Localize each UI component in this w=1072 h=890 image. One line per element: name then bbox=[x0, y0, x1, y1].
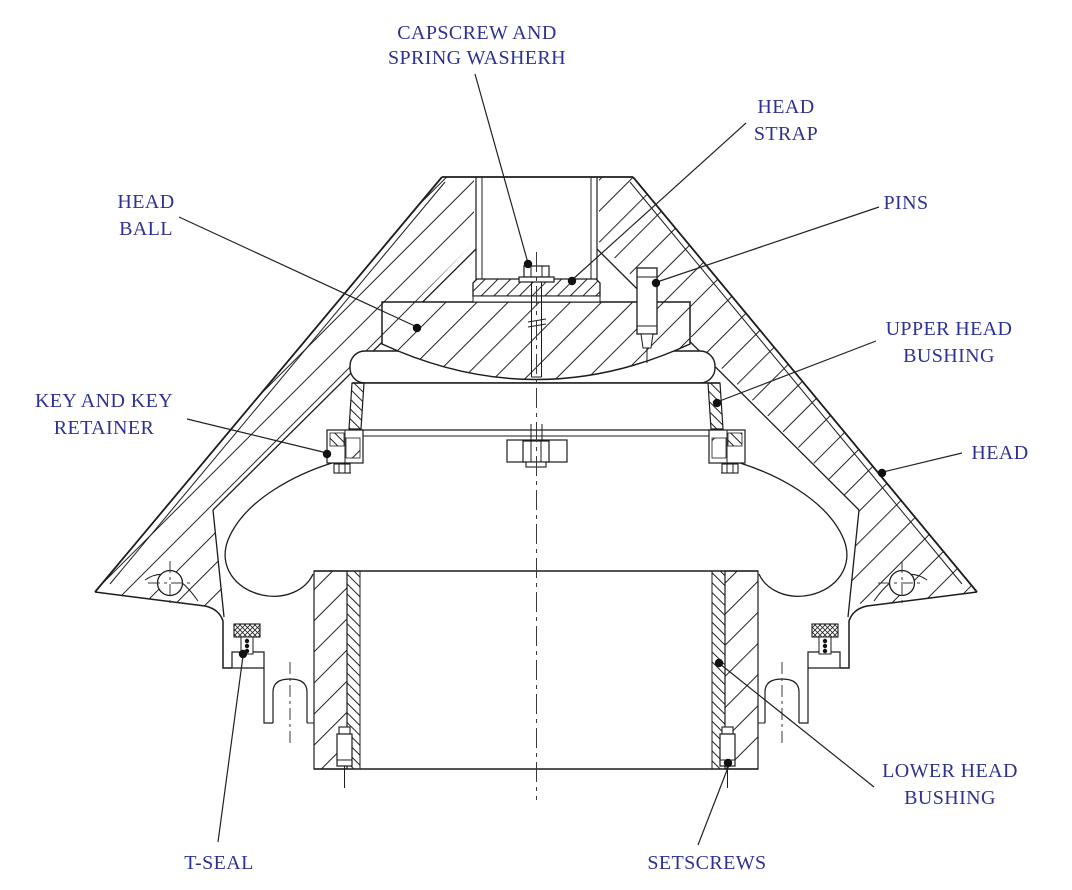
ear-hole-left bbox=[144, 561, 199, 607]
label-head-strap-line2: STRAP bbox=[754, 123, 818, 145]
leader-head bbox=[877, 452, 963, 478]
label-head-ball-line2: BALL bbox=[119, 218, 173, 240]
leader-upper-head-bushing bbox=[712, 340, 877, 408]
leader-lower-head-bushing bbox=[714, 658, 875, 788]
centerlines bbox=[289, 252, 783, 800]
key-and-key-retainer-right bbox=[708, 429, 746, 474]
setscrew-right bbox=[719, 726, 736, 788]
label-upper-head-bushing-line2: BUSHING bbox=[903, 345, 995, 367]
label-key-retainer-line1: KEY AND KEY bbox=[35, 390, 173, 412]
pin bbox=[636, 267, 658, 363]
label-head-ball-line1: HEAD bbox=[117, 191, 174, 213]
label-lower-head-bushing-line2: BUSHING bbox=[904, 787, 996, 809]
t-seal-left bbox=[233, 623, 261, 655]
label-head-strap-line1: HEAD bbox=[757, 96, 814, 118]
leader-capscrew bbox=[474, 73, 533, 269]
label-upper-head-bushing-line1: UPPER HEAD bbox=[886, 318, 1013, 340]
labels: CAPSCREW AND SPRING WASHERH HEAD STRAP P… bbox=[35, 22, 1028, 874]
label-pins: PINS bbox=[884, 192, 929, 214]
leader-key-retainer bbox=[186, 418, 332, 459]
key-and-key-retainer-left bbox=[326, 429, 364, 474]
leader-pins bbox=[651, 206, 880, 288]
label-key-retainer-line2: RETAINER bbox=[54, 417, 155, 439]
leader-head-ball bbox=[178, 216, 422, 333]
label-lower-head-bushing-line1: LOWER HEAD bbox=[882, 760, 1018, 782]
label-setscrews: SETSCREWS bbox=[647, 852, 766, 874]
setscrew-left bbox=[336, 726, 353, 788]
leader-setscrews bbox=[697, 758, 733, 846]
head-ball bbox=[381, 301, 691, 381]
label-head: HEAD bbox=[971, 442, 1028, 464]
head-top-recess bbox=[475, 177, 598, 281]
label-capscrew-line2: SPRING WASHERH bbox=[388, 47, 566, 69]
label-t-seal: T-SEAL bbox=[184, 852, 253, 874]
leader-head-strap bbox=[567, 122, 747, 286]
label-capscrew-line1: CAPSCREW AND bbox=[397, 22, 556, 44]
t-seal-right bbox=[811, 623, 839, 655]
ear-hole-right bbox=[873, 561, 928, 607]
leader-t-seal bbox=[217, 649, 248, 843]
